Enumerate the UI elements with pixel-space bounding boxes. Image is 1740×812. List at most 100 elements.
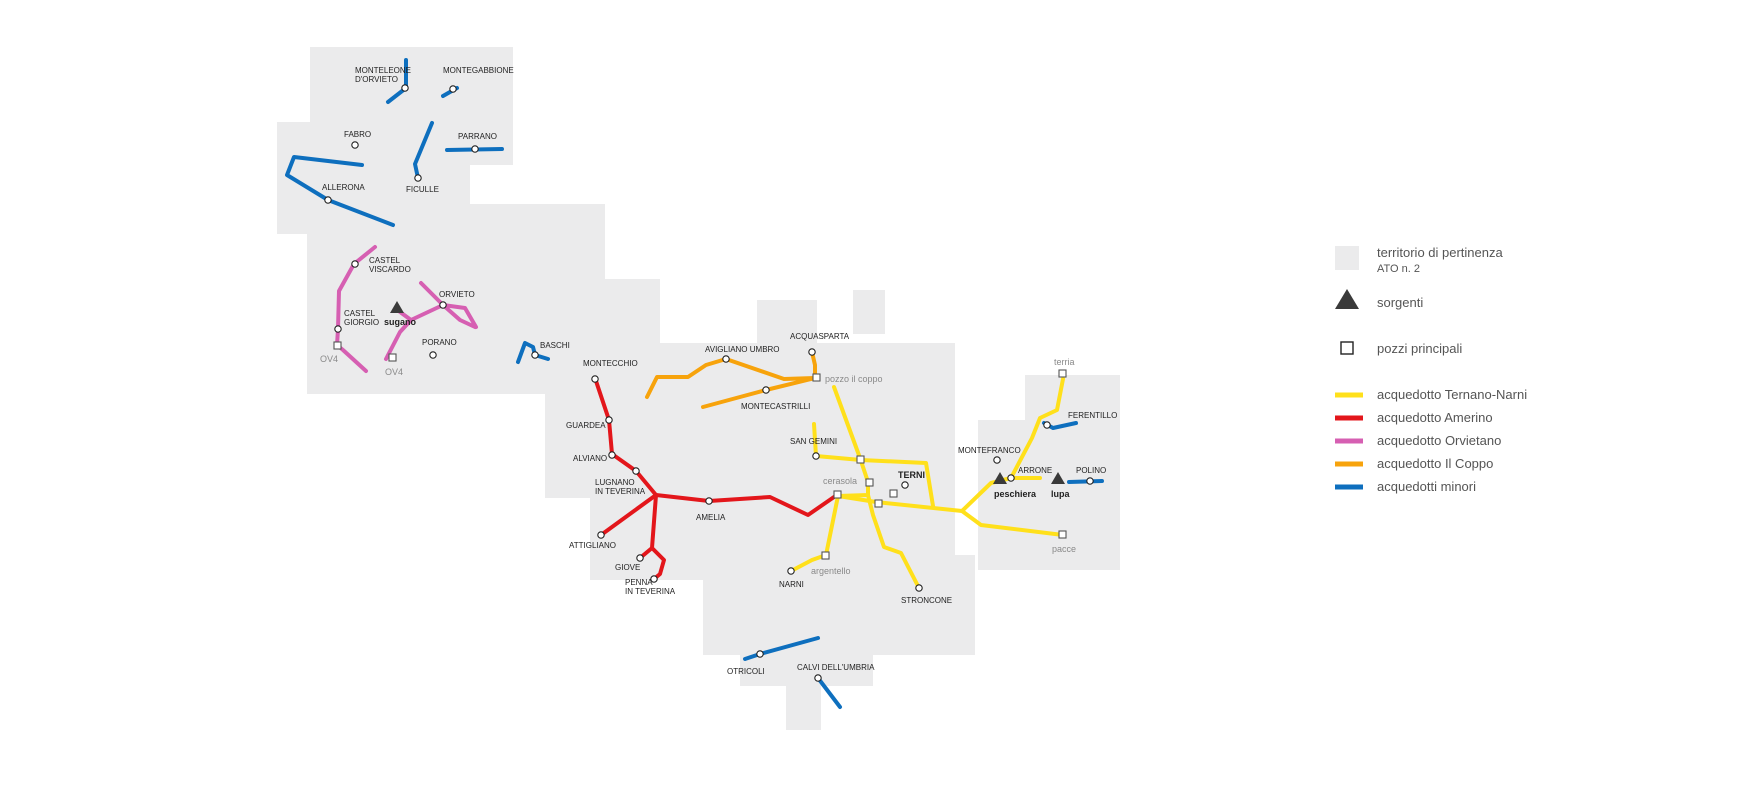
town-parrano [471,145,479,153]
town-baschi [531,351,539,359]
legend: territorio di pertinenza ATO n. 2 sorgen… [1335,245,1527,494]
town-allerona [324,196,332,204]
label-cerasola: cerasola [823,476,857,486]
legend-amerino-label: acquedotto Amerino [1377,410,1493,425]
label-ferentillo: FERENTILLO [1068,411,1117,420]
legend-territory-sublabel: ATO n. 2 [1377,263,1420,275]
route-tn-ferentillo [1009,377,1065,480]
place-labels: OV4 OV4 pozzo il coppo cerasola argentel… [320,317,1076,576]
label-penna-2: IN TEVERINA [625,587,676,596]
town-fabro [351,141,359,149]
label-attigliano: ATTIGLIANO [569,541,616,550]
source-sugano-icon [390,301,404,313]
legend-ternano-label: acquedotto Ternano-Narni [1377,387,1527,402]
town-calvi [814,674,822,682]
label-montegabbione: MONTEGABBIONE [443,66,514,75]
label-parrano: PARRANO [458,132,497,141]
town-montefranco [993,456,1001,464]
label-montecchio: MONTECCHIO [583,359,638,368]
label-monteleone-1: MONTELEONE [355,66,411,75]
well-pacce [1058,530,1067,539]
wells [333,341,1067,560]
well-terni-2 [865,478,874,487]
label-stroncone: STRONCONE [901,596,952,605]
label-lupa: lupa [1051,489,1070,499]
town-avigliano [722,355,730,363]
label-ficulle: FICULLE [406,185,439,194]
legend-source-icon [1335,289,1359,309]
town-penna [650,575,658,583]
label-argentello: argentello [811,566,851,576]
label-baschi: BASCHI [540,341,570,350]
label-calvi: CALVI DELL'UMBRIA [797,663,875,672]
legend-well-icon [1340,341,1354,355]
well-terni-1 [856,455,865,464]
route-coppo-west [645,357,817,399]
town-guardea [605,416,613,424]
well-argentello [821,551,830,560]
route-orvietano-east [384,303,477,361]
label-narni: NARNI [779,580,804,589]
town-montegabbione [449,85,457,93]
legend-coppo-label: acquedotto Il Coppo [1377,456,1493,471]
well-cerasola [833,490,842,499]
town-alviano [608,451,616,459]
label-guardea: GUARDEA [566,421,606,430]
town-polino [1086,477,1094,485]
town-terni [901,481,909,489]
well-terria [1058,369,1067,378]
town-san-gemini [812,452,820,460]
town-acquasparta [808,348,816,356]
label-sugano: sugano [384,317,417,327]
route-baschi [516,341,550,364]
town-stroncone [915,584,923,592]
route-amerino-giove [638,493,666,581]
label-allerona: ALLERONA [322,183,365,192]
route-ficulle [413,121,434,180]
town-orvieto [439,301,447,309]
label-castel-giorgio-1: CASTEL [344,309,376,318]
town-lugnano [632,467,640,475]
well-pozzo-il-coppo [812,373,821,382]
label-castel-viscardo-1: CASTEL [369,256,401,265]
label-pozzo-il-coppo: pozzo il coppo [825,374,883,384]
town-montecastrilli [762,386,770,394]
label-polino: POLINO [1076,466,1106,475]
legend-territory-label: territorio di pertinenza [1377,245,1503,260]
town-giove [636,554,644,562]
town-castel-giorgio [334,325,342,333]
route-tn-argentello [791,494,840,572]
label-castel-viscardo-2: VISCARDO [369,265,411,274]
label-pacce: pacce [1052,544,1076,554]
well-ov4-b [388,353,397,362]
well-terni-4 [874,499,883,508]
label-giove: GIOVE [615,563,640,572]
route-tn-stroncone [866,493,921,590]
label-monteleone-2: D'ORVIETO [355,75,398,84]
towns [324,84,1094,682]
sources [390,301,1065,484]
territory-area [277,47,1120,730]
legend-territory-swatch [1335,246,1359,270]
label-lugnano-2: IN TEVERINA [595,487,646,496]
label-fabro: FABRO [344,130,371,139]
legend-wells-label: pozzi principali [1377,341,1462,356]
legend-orvietano-label: acquedotto Orvietano [1377,433,1501,448]
town-ferentillo [1043,421,1051,429]
source-lupa-icon [1051,472,1065,484]
amerino-routes [593,376,836,581]
town-narni [787,567,795,575]
route-calvi [816,676,842,709]
label-ov4-a: OV4 [320,354,338,364]
town-amelia [705,497,713,505]
well-ov4-a [333,341,342,350]
label-ov4-b: OV4 [385,367,403,377]
label-terria: terria [1054,357,1075,367]
legend-minori-label: acquedotti minori [1377,479,1476,494]
label-terni: TERNI [898,470,925,480]
label-castel-giorgio-2: GIORGIO [344,318,379,327]
label-penna-1: PENNA [625,578,653,587]
label-arrone: ARRONE [1018,466,1052,475]
town-porano [429,351,437,359]
